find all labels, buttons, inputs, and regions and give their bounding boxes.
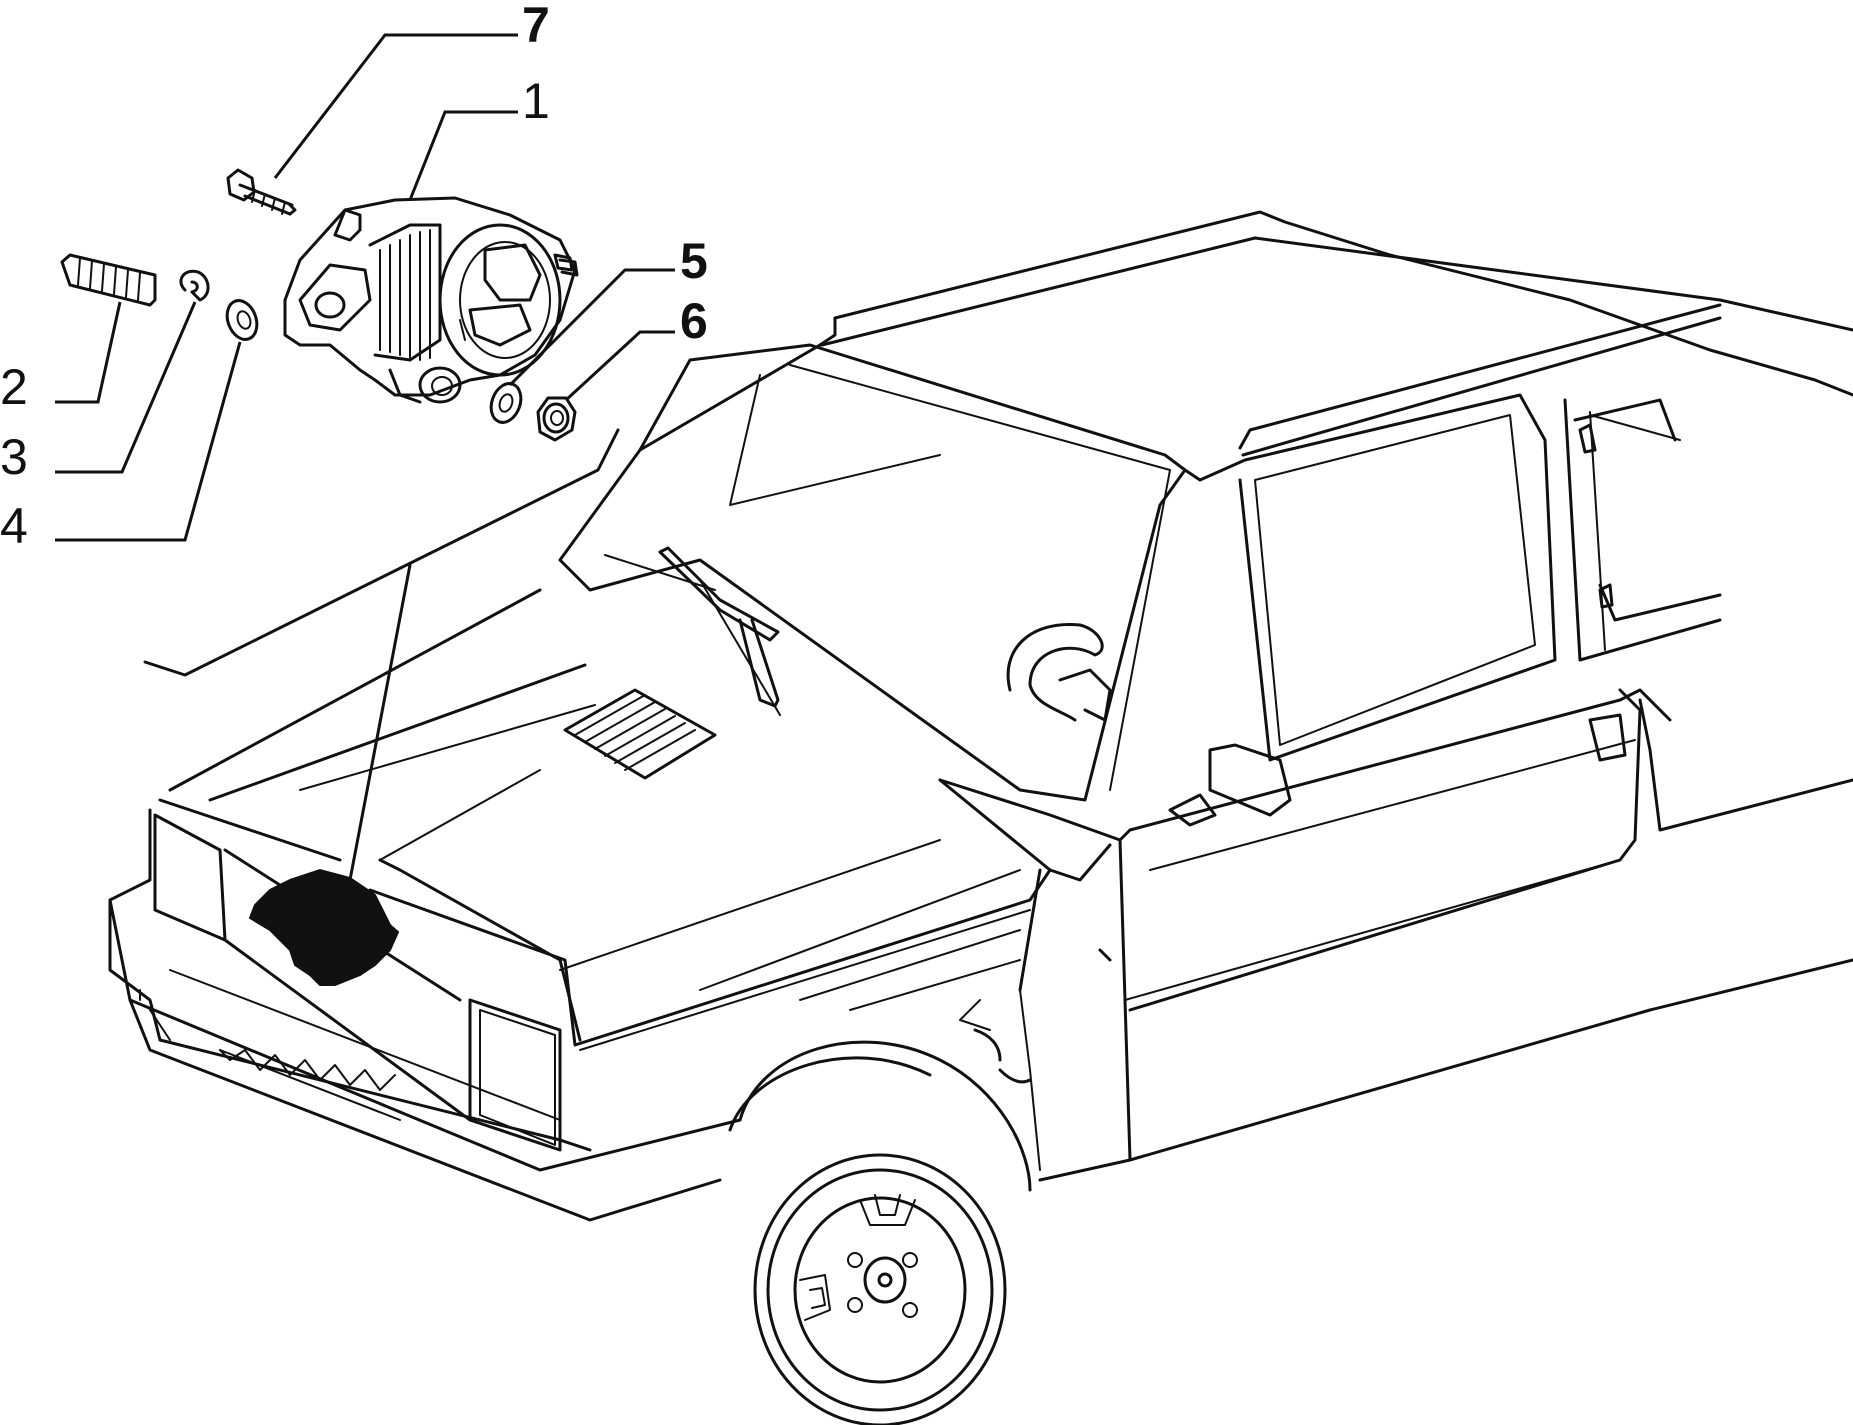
callout-3: 3 bbox=[0, 429, 28, 485]
part-2-stud bbox=[60, 253, 157, 307]
callout-6: 6 bbox=[680, 293, 708, 349]
part-4-flat-washer bbox=[225, 299, 259, 341]
car-illustration bbox=[108, 210, 1853, 1425]
part-1-alternator bbox=[283, 196, 579, 404]
callout-5: 5 bbox=[680, 233, 708, 289]
callout-labels: 7 1 5 6 2 3 4 bbox=[0, 0, 708, 554]
alternator-location-marker bbox=[248, 868, 400, 986]
callout-4: 4 bbox=[0, 498, 28, 554]
leader-6 bbox=[564, 330, 675, 402]
callout-2: 2 bbox=[0, 359, 28, 415]
leader-1 bbox=[408, 110, 518, 201]
leader-5 bbox=[508, 268, 675, 387]
leader-4 bbox=[55, 341, 242, 542]
hood-vent bbox=[563, 688, 717, 780]
leader-3 bbox=[55, 301, 197, 474]
leader-7 bbox=[273, 33, 518, 179]
part-5-washer bbox=[489, 382, 523, 424]
callout-1: 1 bbox=[522, 73, 550, 129]
part-6-nut bbox=[536, 396, 577, 442]
part-3-spring-washer bbox=[179, 269, 210, 302]
leader-2 bbox=[55, 301, 122, 404]
callout-7: 7 bbox=[522, 0, 550, 53]
part-7-bolt bbox=[226, 168, 297, 216]
leader-lines bbox=[55, 33, 675, 542]
front-wheel bbox=[753, 1153, 1007, 1425]
